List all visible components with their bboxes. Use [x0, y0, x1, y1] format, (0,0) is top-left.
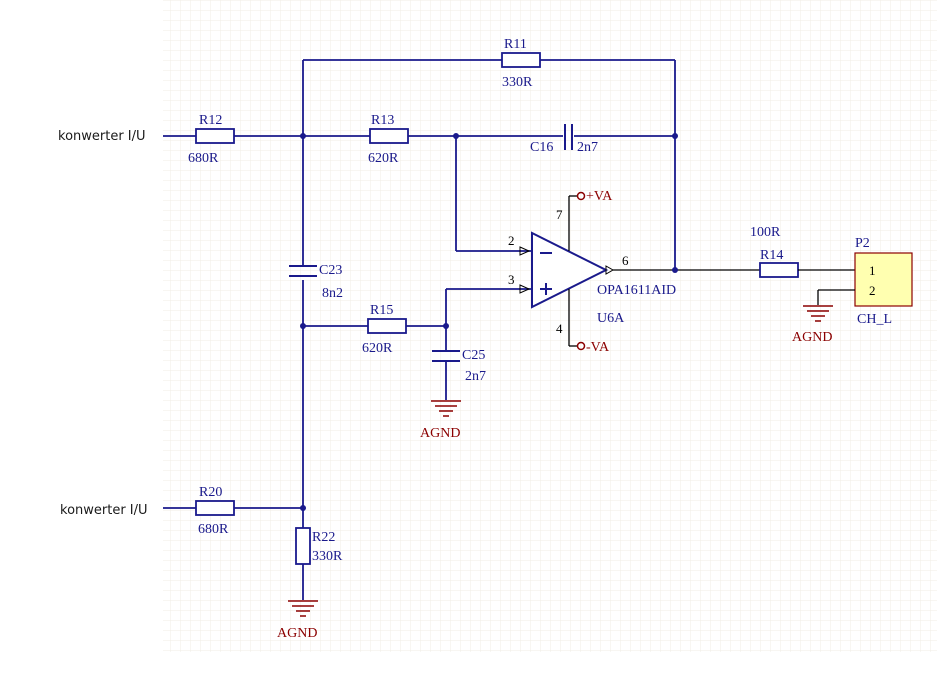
connector-p2[interactable] — [854, 252, 913, 307]
r15-ref: R15 — [370, 303, 393, 318]
pin-label-2: 2 — [508, 233, 515, 248]
pin-label-4: 4 — [556, 321, 563, 336]
gnd-label-c25: AGND — [420, 426, 460, 441]
connector-name: CH_L — [857, 312, 892, 327]
vpos-label: +VA — [586, 189, 613, 204]
opamp-part: OPA1611AID — [597, 283, 676, 298]
r11-ref: R11 — [504, 37, 527, 52]
resistor-r20[interactable] — [195, 500, 235, 516]
c25-ref: C25 — [462, 348, 485, 363]
output-arrow — [605, 265, 615, 275]
r15-value: 620R — [362, 341, 393, 356]
ground-icon — [803, 305, 833, 322]
ground-icon — [288, 600, 318, 617]
c23-ref: C23 — [319, 263, 342, 278]
pin-label-3: 3 — [508, 272, 515, 287]
resistor-r13[interactable] — [369, 128, 409, 144]
r13-ref: R13 — [371, 113, 394, 128]
pin3-arrow — [519, 284, 531, 294]
ground-icon — [431, 400, 461, 417]
c23-value: 8n2 — [322, 286, 343, 301]
r12-value: 680R — [188, 151, 219, 166]
junction-output — [672, 267, 678, 273]
vneg-label: -VA — [586, 340, 610, 355]
junction-node-d — [300, 323, 306, 329]
vneg-terminal-icon — [576, 341, 586, 351]
resistor-r14[interactable] — [759, 262, 799, 278]
resistor-r15[interactable] — [367, 318, 407, 334]
pin2-arrow — [519, 246, 531, 256]
input-label-top: konwerter I/U — [58, 129, 146, 144]
input-label-bottom: konwerter I/U — [60, 503, 148, 518]
pin-label-6: 6 — [622, 253, 629, 268]
r12-ref: R12 — [199, 113, 222, 128]
r13-value: 620R — [368, 151, 399, 166]
opamp-ref: U6A — [597, 311, 625, 326]
r14-value: 100R — [750, 225, 781, 240]
r20-ref: R20 — [199, 485, 222, 500]
r22-ref: R22 — [312, 530, 335, 545]
gnd-label-r22: AGND — [277, 626, 317, 641]
junction-node-c — [672, 133, 678, 139]
grid-background — [163, 0, 937, 652]
r20-value: 680R — [198, 522, 229, 537]
c16-value: 2n7 — [577, 140, 598, 155]
c25-value: 2n7 — [465, 369, 486, 384]
resistor-r22[interactable] — [295, 527, 311, 565]
pin-label-7: 7 — [556, 207, 563, 222]
vpos-terminal-icon — [576, 191, 586, 201]
resistor-r11[interactable] — [501, 52, 541, 68]
gnd-label-connector: AGND — [792, 330, 832, 345]
connector-ref: P2 — [855, 236, 870, 251]
connector-pin1: 1 — [869, 263, 876, 278]
r22-value: 330R — [312, 549, 343, 564]
c16-ref: C16 — [530, 140, 553, 155]
resistor-r12[interactable] — [195, 128, 235, 144]
r11-value: 330R — [502, 75, 533, 90]
r14-ref: R14 — [760, 248, 783, 263]
connector-pin2: 2 — [869, 283, 876, 298]
